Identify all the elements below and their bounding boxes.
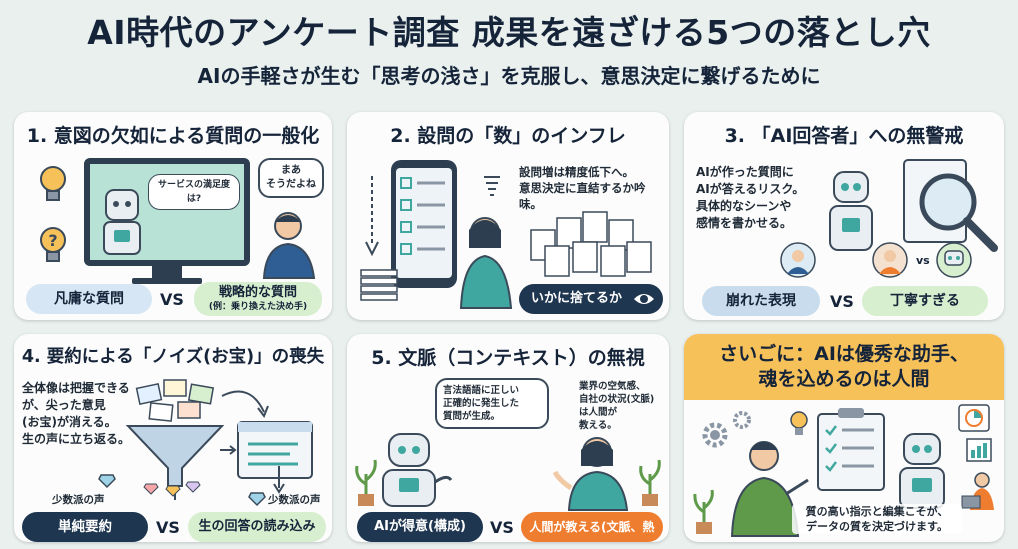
card-2-note: 設問増は精度低下へ。 意思決定に直結するか吟味。 — [519, 165, 646, 211]
lightbulb-icon — [790, 411, 808, 435]
simple-summary-pill: 単純要約 — [22, 512, 148, 542]
card-1-title: 1. 意図の欠如による質問の一般化 — [26, 125, 320, 147]
documents-pile-icon — [530, 211, 652, 277]
vs-label: VS — [156, 518, 180, 537]
tornado-icon — [484, 176, 500, 196]
gem-icon — [98, 474, 116, 489]
card-4-title: 4. 要約による「ノイズ(お宝)」の喪失 — [21, 347, 325, 367]
thinking-person-icon — [262, 212, 316, 279]
gear-icon — [733, 411, 751, 429]
card-4: 4. 要約による「ノイズ(お宝)」の喪失 全体像は把握できる が、尖った意見 (… — [14, 334, 332, 542]
vs-label: VS — [160, 290, 184, 309]
ai-respondent-icon — [936, 242, 972, 278]
plant-icon — [639, 459, 661, 506]
minority-voice-tag-left: 少数派の声 — [52, 494, 105, 506]
strategic-question-pill: 戦略的な質問 (例：乗り換えた決め手) — [194, 282, 322, 316]
bar-chart-icon — [966, 438, 992, 462]
card-2-title: 2. 設問の「数」のインフレ — [390, 125, 626, 147]
chart-card-icon — [958, 404, 990, 432]
card-5: 5. 文脈（コンテキスト）の無視 言法語語に正しい 正確的に発生した 質問が生成… — [347, 334, 669, 542]
vs-small-label: vs — [916, 254, 930, 267]
human-teaching-pill: 人間が教える(文脈、熱意) — [521, 512, 663, 542]
card-3: 3. 「AI回答者」への無警戒 AIが作った質問に AIが答えるリスク。 具体的… — [684, 112, 1004, 320]
gems-falling-icon — [143, 481, 201, 497]
plant-icon — [355, 459, 377, 506]
too-polite-pill: 丁寧すぎる — [862, 286, 988, 316]
card-5-title: 5. 文脈（コンテキスト）の無視 — [371, 347, 645, 369]
discard-button: いかに捨てるか — [519, 284, 663, 314]
page-title: AI時代のアンケート調査 成果を遠ざける5つの落とし穴 — [87, 13, 931, 52]
card-3-note: AIが作った質問に AIが答えるリスク。 具体的なシーンや 感情を書かせる。 — [696, 165, 805, 230]
down-arrow-icon — [273, 466, 285, 494]
robot-icon — [899, 433, 945, 509]
stressed-person-icon — [459, 217, 513, 309]
robot-icon — [829, 171, 873, 251]
laptop-person-icon — [961, 472, 994, 510]
final-banner: さいごに：AIは優秀な助手、 魂を込めるのは人間 — [684, 334, 1004, 400]
thought-bubble: まあ そうだよね — [258, 158, 324, 198]
vs-label: VS — [830, 292, 854, 311]
card-1: 1. 意図の欠如による質問の一般化 ? サービスの満足度は? まあ そうだよね … — [14, 112, 332, 320]
minority-voice-tag-right: 少数派の声 — [268, 494, 321, 506]
final-caption: 質の高い指示と編集こそが、 データの質を決定づけます。 — [792, 504, 962, 534]
magnifier-icon — [903, 159, 998, 252]
card-3-title: 3. 「AI回答者」への無警戒 — [724, 125, 964, 147]
human-respondent-icon — [780, 242, 816, 278]
gear-icon — [702, 422, 728, 448]
down-arrow-icon — [365, 176, 379, 257]
question-bulb-icon: ? — [40, 227, 66, 262]
card-2: 2. 設問の「数」のインフレ 設問増は精度低下へ。 意思決定に直結するか吟味。 — [347, 112, 669, 320]
summary-document-icon — [237, 421, 313, 479]
gem-kept-icon — [248, 492, 266, 507]
generic-question-pill: 凡庸な質問 — [26, 284, 152, 314]
screen-question-bubble: サービスの満足度は? — [148, 174, 240, 210]
clipboard-checklist-icon — [817, 408, 885, 491]
card-4-note: 全体像は把握できる が、尖った意見 (お宝)が消える。 生の声に立ち返る。 — [22, 381, 131, 446]
paper-stack-icon — [360, 269, 398, 301]
monitor-icon — [84, 158, 250, 284]
raw-reading-pill: 生の回答の読み込み — [188, 512, 326, 542]
card-6: さいごに：AIは優秀な助手、 魂を込めるのは人間 — [684, 334, 1004, 542]
man-writing-icon — [730, 441, 809, 537]
svg-text:?: ? — [48, 231, 57, 250]
checklist-phone-icon — [391, 160, 457, 288]
arrow-right-icon — [220, 445, 237, 455]
broken-expression-pill: 崩れた表現 — [702, 286, 820, 316]
plant-icon — [693, 489, 714, 534]
ai-speech-bubble: 言法語語に正しい 正確的に発生した 質問が生成。 — [435, 378, 549, 429]
ai-strength-pill: AIが得意(構成) — [357, 512, 483, 542]
woman-respondent-icon — [872, 242, 908, 278]
lightbulb-icon — [40, 166, 66, 201]
eye-icon — [634, 294, 654, 304]
page-subtitle: AIの手軽さが生む「思考の浅さ」を克服し、意思決定に繋げるために — [197, 64, 821, 88]
funnel-icon — [125, 379, 225, 500]
robot-icon — [382, 433, 453, 507]
woman-teaching-icon — [552, 437, 629, 511]
human-speech-bubble: 業界の空気感、 自社の状況(文脈) は人間が 教える。 — [579, 381, 655, 431]
curved-arrow-icon — [221, 390, 269, 419]
vs-label: VS — [490, 518, 514, 537]
